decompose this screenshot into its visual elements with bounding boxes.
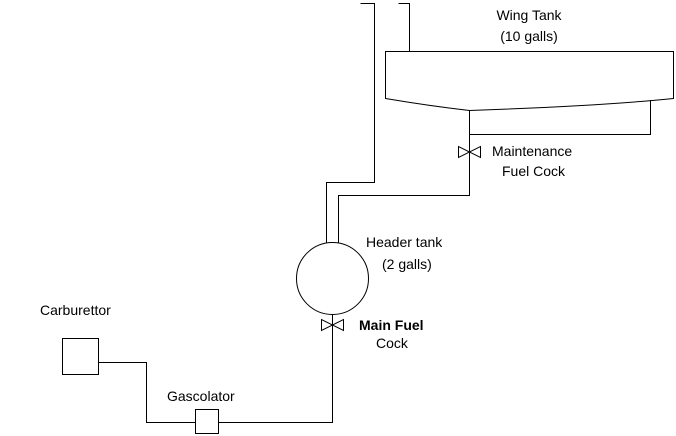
maintenance-valve-icon	[458, 145, 481, 159]
wing-tank	[385, 51, 674, 112]
maintenance-cock-label-2: Fuel Cock	[502, 163, 566, 179]
header-tank-capacity: (2 galls)	[382, 256, 432, 272]
main-fuel-cock-label: Main Fuel	[359, 317, 424, 333]
wing-feed-pipe	[338, 110, 470, 243]
wing-tank-label: Wing Tank	[496, 7, 562, 23]
wing-balance-pipe	[469, 100, 651, 135]
gascolator-box	[195, 409, 219, 434]
vent-pipe-header	[326, 3, 375, 243]
maintenance-cock-label: Maintenance	[492, 143, 572, 159]
main-feed-pipe	[218, 314, 333, 423]
wing-tank-capacity: (10 galls)	[500, 28, 558, 44]
gascolator-label: Gascolator	[167, 388, 235, 404]
carb-feed-pipe	[98, 362, 196, 423]
main-fuel-valve-icon	[321, 318, 344, 332]
main-fuel-cock-label-2: Cock	[376, 335, 409, 351]
vent-pipe-wing	[398, 3, 410, 52]
header-tank	[296, 242, 369, 315]
carburettor-box	[62, 338, 99, 375]
header-tank-label: Header tank	[366, 234, 443, 250]
carburettor-label: Carburettor	[40, 302, 111, 318]
